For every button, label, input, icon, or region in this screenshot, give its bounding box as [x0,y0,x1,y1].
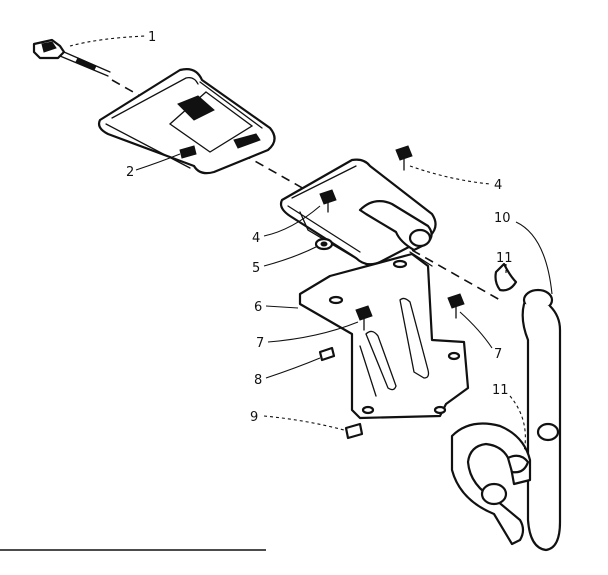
housing-assembly [279,158,437,269]
callout-label: 8 [254,373,262,388]
part-4-screw-lower [319,189,337,213]
callout-label: 5 [252,261,260,276]
callout-label: 1 [148,30,156,45]
callout-11-upper: 11 [496,251,513,274]
callout-9: 9 [250,410,345,431]
callout-label: 7 [256,336,264,351]
callout-4-upper: 4 [409,165,502,193]
callout-label: 7 [494,347,502,362]
part-5-washer [314,237,334,251]
callout-label: 11 [496,251,513,266]
callout-7-left: 7 [256,321,359,351]
callout-4-lower: 4 [252,205,321,246]
callout-7-right: 7 [459,311,502,362]
part-7-screw-left [355,305,373,331]
callout-8: 8 [254,357,321,388]
part-10-hose [450,262,562,552]
part-8-clip [318,346,336,362]
part-7-screw-right [447,293,465,319]
callout-label: 10 [494,211,511,226]
callout-1: 1 [69,30,156,47]
part-1-key-tab [32,38,111,77]
callout-label: 9 [250,410,258,425]
callout-label: 2 [126,165,134,180]
callout-2: 2 [126,153,181,180]
callout-11-lower: 11 [492,383,526,453]
part-6-mounting-bracket [298,252,470,420]
part-2-filter-cartridge [97,68,276,175]
callout-label: 4 [252,231,260,246]
part-4-screw-upper [395,145,413,171]
callout-label: 11 [492,383,509,398]
callout-10: 10 [494,211,553,295]
callout-6: 6 [254,300,299,315]
callout-label: 4 [494,178,502,193]
callout-5: 5 [252,245,319,276]
callout-label: 6 [254,300,262,315]
part-9-clip [344,422,364,440]
